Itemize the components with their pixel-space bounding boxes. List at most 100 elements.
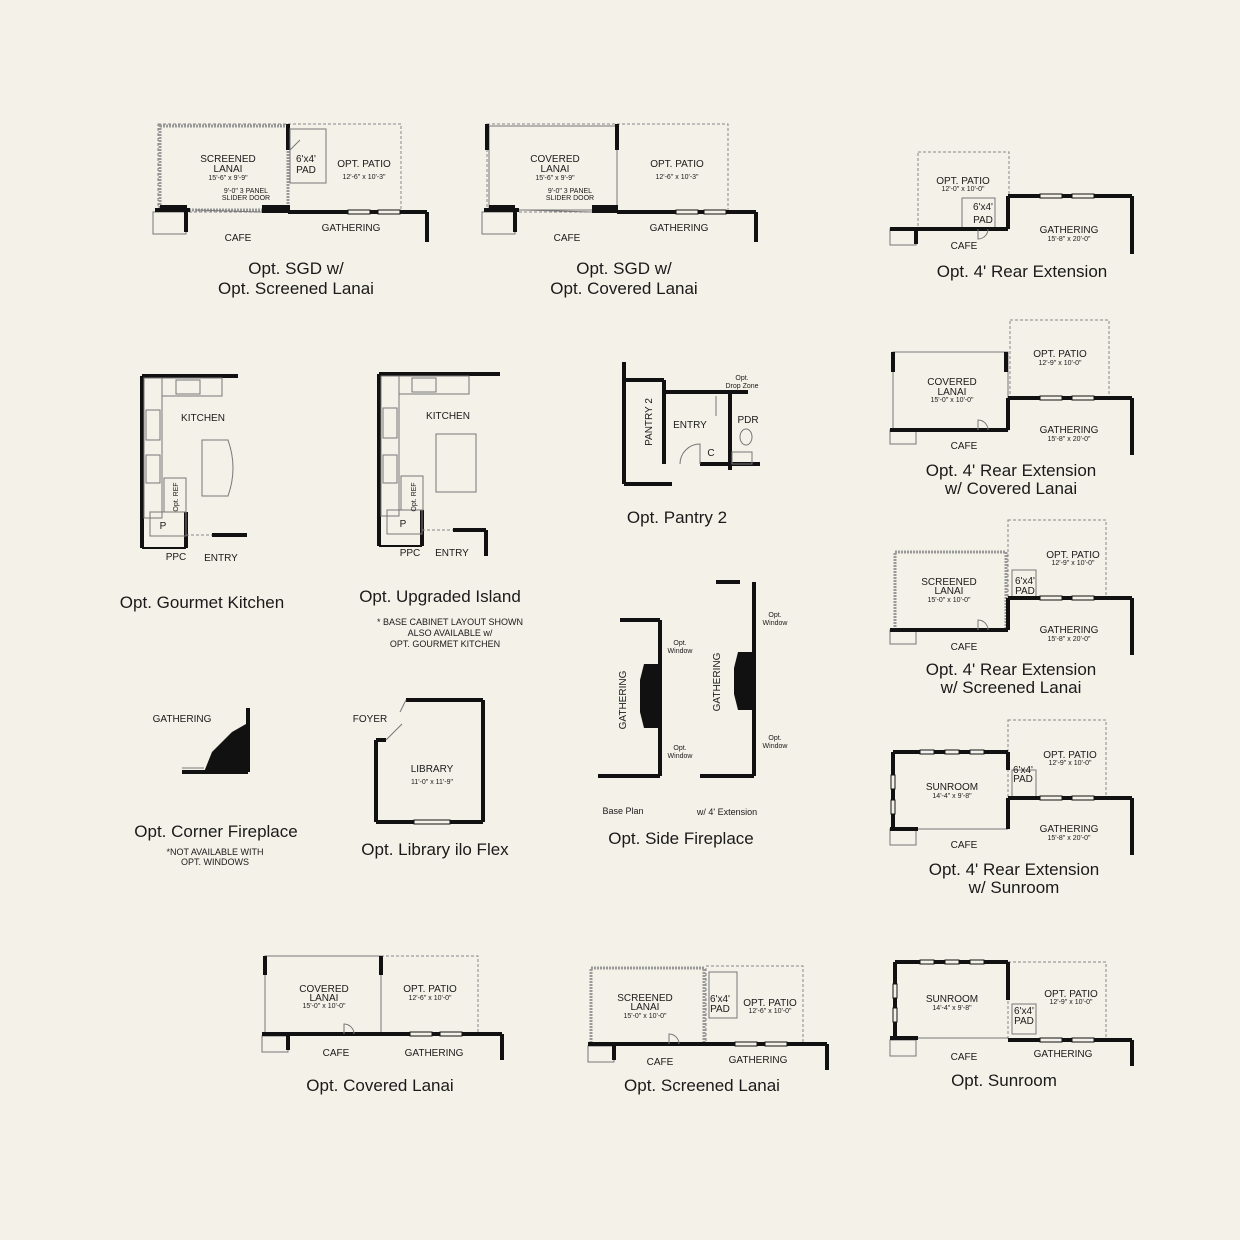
- room-label-cafe: CAFE: [951, 642, 978, 653]
- plan-rear-extension-sunroom: SUNROOM 14'-4" x 9'-8" 6'x4' PAD OPT. PA…: [889, 719, 1134, 897]
- room-label-lanai: LANAI: [938, 387, 967, 398]
- room-label-cafe: CAFE: [951, 241, 978, 252]
- patio-dimension: 12'-6" x 10'-3": [655, 174, 699, 181]
- option-caption: Opt. Sunroom: [951, 1071, 1057, 1090]
- option-note: ALSO AVAILABLE w/: [408, 628, 493, 638]
- plan-corner-fireplace: GATHERING Opt. Corner Fireplace *NOT AVA…: [134, 708, 298, 867]
- plan-rear-extension-covered-lanai: COVERED LANAI 15'-0" x 10'-0" OPT. PATIO…: [889, 319, 1134, 498]
- plan-pantry-2: PANTRY 2 ENTRY PDR C Opt. Drop Zone Opt.…: [622, 362, 760, 527]
- room-label-gathering: GATHERING: [1040, 425, 1099, 436]
- option-caption: Opt. Covered Lanai: [306, 1076, 453, 1095]
- patio-label: OPT. PATIO: [936, 176, 990, 187]
- room-label-gathering: GATHERING: [1034, 1049, 1093, 1060]
- patio-label: OPT. PATIO: [403, 984, 457, 995]
- room-label-gathering: GATHERING: [1040, 824, 1099, 835]
- closet-label: C: [707, 448, 714, 459]
- room-label-screened: SCREENED: [921, 577, 977, 588]
- option-caption: w/ Sunroom: [968, 878, 1060, 897]
- opt-window-label: Window: [668, 648, 694, 655]
- opt-window-label: Window: [668, 753, 694, 760]
- plan-rear-extension: OPT. PATIO 12'-0" x 10'-0" 6'x4' PAD CAF…: [889, 151, 1134, 281]
- pad-label: PAD: [1015, 586, 1035, 597]
- option-caption: Opt. 4' Rear Extension: [926, 461, 1097, 480]
- drop-zone-label: Drop Zone: [725, 383, 758, 390]
- plan-covered-lanai: COVERED LANAI 15'-0" x 10'-0" OPT. PATIO…: [261, 955, 504, 1095]
- slider-door-note: SLIDER DOOR: [546, 195, 594, 202]
- pad-label: PAD: [1013, 774, 1033, 785]
- plan-side-fireplace: GATHERING Opt. Window Opt. Window Base P…: [598, 580, 789, 848]
- opt-window-label: Opt.: [673, 745, 686, 752]
- pad-label: PAD: [973, 215, 993, 226]
- patio-dimension: 12'-6" x 10'-0": [408, 995, 452, 1002]
- plan-screened-lanai: SCREENED LANAI 15'-0" x 10'-0" 6'x4' PAD…: [587, 965, 829, 1095]
- plan-gourmet-kitchen: KITCHEN Opt. REF P PPC ENTRY Opt. Gourme…: [120, 374, 284, 612]
- room-label-gathering: GATHERING: [618, 670, 629, 729]
- pantry-label: P: [400, 519, 407, 530]
- room-dimension: 15'-0" x 10'-0": [623, 1013, 667, 1020]
- patio-dimension: 12'-6" x 10'-0": [748, 1008, 792, 1015]
- plan-sgd-covered-lanai: COVERED LANAI 15'-6" x 9'-9" 9'-0" 3 PAN…: [481, 123, 758, 298]
- plan-library: FOYER LIBRARY 11'-0" x 11'-9" Opt. Libra…: [353, 698, 509, 859]
- opt-window-label: Window: [763, 620, 789, 627]
- opt-ref-label: Opt. REF: [173, 482, 180, 511]
- patio-dimension: 12'-9" x 10'-0": [1038, 360, 1082, 367]
- option-note: * BASE CABINET LAYOUT SHOWN: [377, 617, 523, 627]
- plan-sunroom: SUNROOM 14'-4" x 9'-8" 6'x4' PAD OPT. PA…: [889, 959, 1134, 1090]
- slider-door-note: SLIDER DOOR: [222, 195, 270, 202]
- room-label-foyer: FOYER: [353, 714, 387, 725]
- room-dimension: 14'-4" x 9'-8": [932, 793, 972, 800]
- patio-label: OPT. PATIO: [1046, 550, 1100, 561]
- pad-label: 6'x4': [1014, 1006, 1034, 1017]
- room-label-kitchen: KITCHEN: [426, 411, 470, 422]
- room-label-cafe: CAFE: [951, 1052, 978, 1063]
- room-label-ppc: PPC: [400, 548, 421, 559]
- room-label-gathering: GATHERING: [1040, 625, 1099, 636]
- room-label-gathering: GATHERING: [322, 223, 381, 234]
- room-label-cafe: CAFE: [647, 1057, 674, 1068]
- patio-label: OPT. PATIO: [337, 159, 391, 170]
- option-caption: Opt. Corner Fireplace: [134, 822, 297, 841]
- drop-zone-label: Opt.: [735, 375, 748, 382]
- room-dimension: 15'-0" x 10'-0": [302, 1003, 346, 1010]
- room-dimension: 15'-8" x 20'-0": [1047, 835, 1091, 842]
- plan-upgraded-island: KITCHEN Opt. REF P PPC ENTRY Opt. Upgrad…: [359, 372, 523, 649]
- option-caption: Opt. 4' Rear Extension: [929, 860, 1100, 879]
- room-dimension: 15'-8" x 20'-0": [1047, 636, 1091, 643]
- room-label-entry: ENTRY: [204, 553, 238, 564]
- option-caption: Opt. 4' Rear Extension: [926, 660, 1097, 679]
- patio-dimension: 12'-9" x 10'-0": [1051, 560, 1095, 567]
- room-dimension: 15'-0" x 10'-0": [930, 397, 974, 404]
- pad-label: 6'x4': [296, 154, 316, 165]
- option-caption: Opt. Screened Lanai: [218, 279, 374, 298]
- room-label-kitchen: KITCHEN: [181, 413, 225, 424]
- patio-label: OPT. PATIO: [650, 159, 704, 170]
- room-label-screened: SCREENED: [617, 993, 673, 1004]
- opt-ref-label: Opt. REF: [411, 482, 418, 511]
- option-caption: Opt. Library ilo Flex: [361, 840, 509, 859]
- room-label-covered: COVERED: [530, 154, 579, 165]
- room-label-gathering: GATHERING: [712, 652, 723, 711]
- room-label-covered: COVERED: [927, 377, 976, 388]
- option-note: OPT. GOURMET KITCHEN: [390, 639, 500, 649]
- option-caption: w/ Screened Lanai: [940, 678, 1082, 697]
- pantry-label: P: [160, 521, 167, 532]
- room-label-screened: SCREENED: [200, 154, 256, 165]
- option-caption: Opt. SGD w/: [576, 259, 672, 278]
- patio-label: OPT. PATIO: [743, 998, 797, 1009]
- pad-label: 6'x4': [1013, 765, 1033, 776]
- pad-label: 6'x4': [1015, 576, 1035, 587]
- room-dimension: 14'-4" x 9'-8": [932, 1005, 972, 1012]
- option-note: OPT. WINDOWS: [181, 857, 249, 867]
- option-caption: Opt. Pantry 2: [627, 508, 727, 527]
- room-label-library: LIBRARY: [411, 764, 454, 775]
- room-label-entry: ENTRY: [673, 420, 707, 431]
- pad-label: PAD: [1014, 1016, 1034, 1027]
- patio-dimension: 12'-9" x 10'-0": [1049, 999, 1093, 1006]
- room-label-gathering: GATHERING: [153, 714, 212, 725]
- room-dimension: 15'-8" x 20'-0": [1047, 436, 1091, 443]
- pad-label: 6'x4': [973, 202, 993, 213]
- patio-label: OPT. PATIO: [1044, 989, 1098, 1000]
- option-caption: Opt. SGD w/: [248, 259, 344, 278]
- room-label-pantry2: PANTRY 2: [644, 398, 655, 446]
